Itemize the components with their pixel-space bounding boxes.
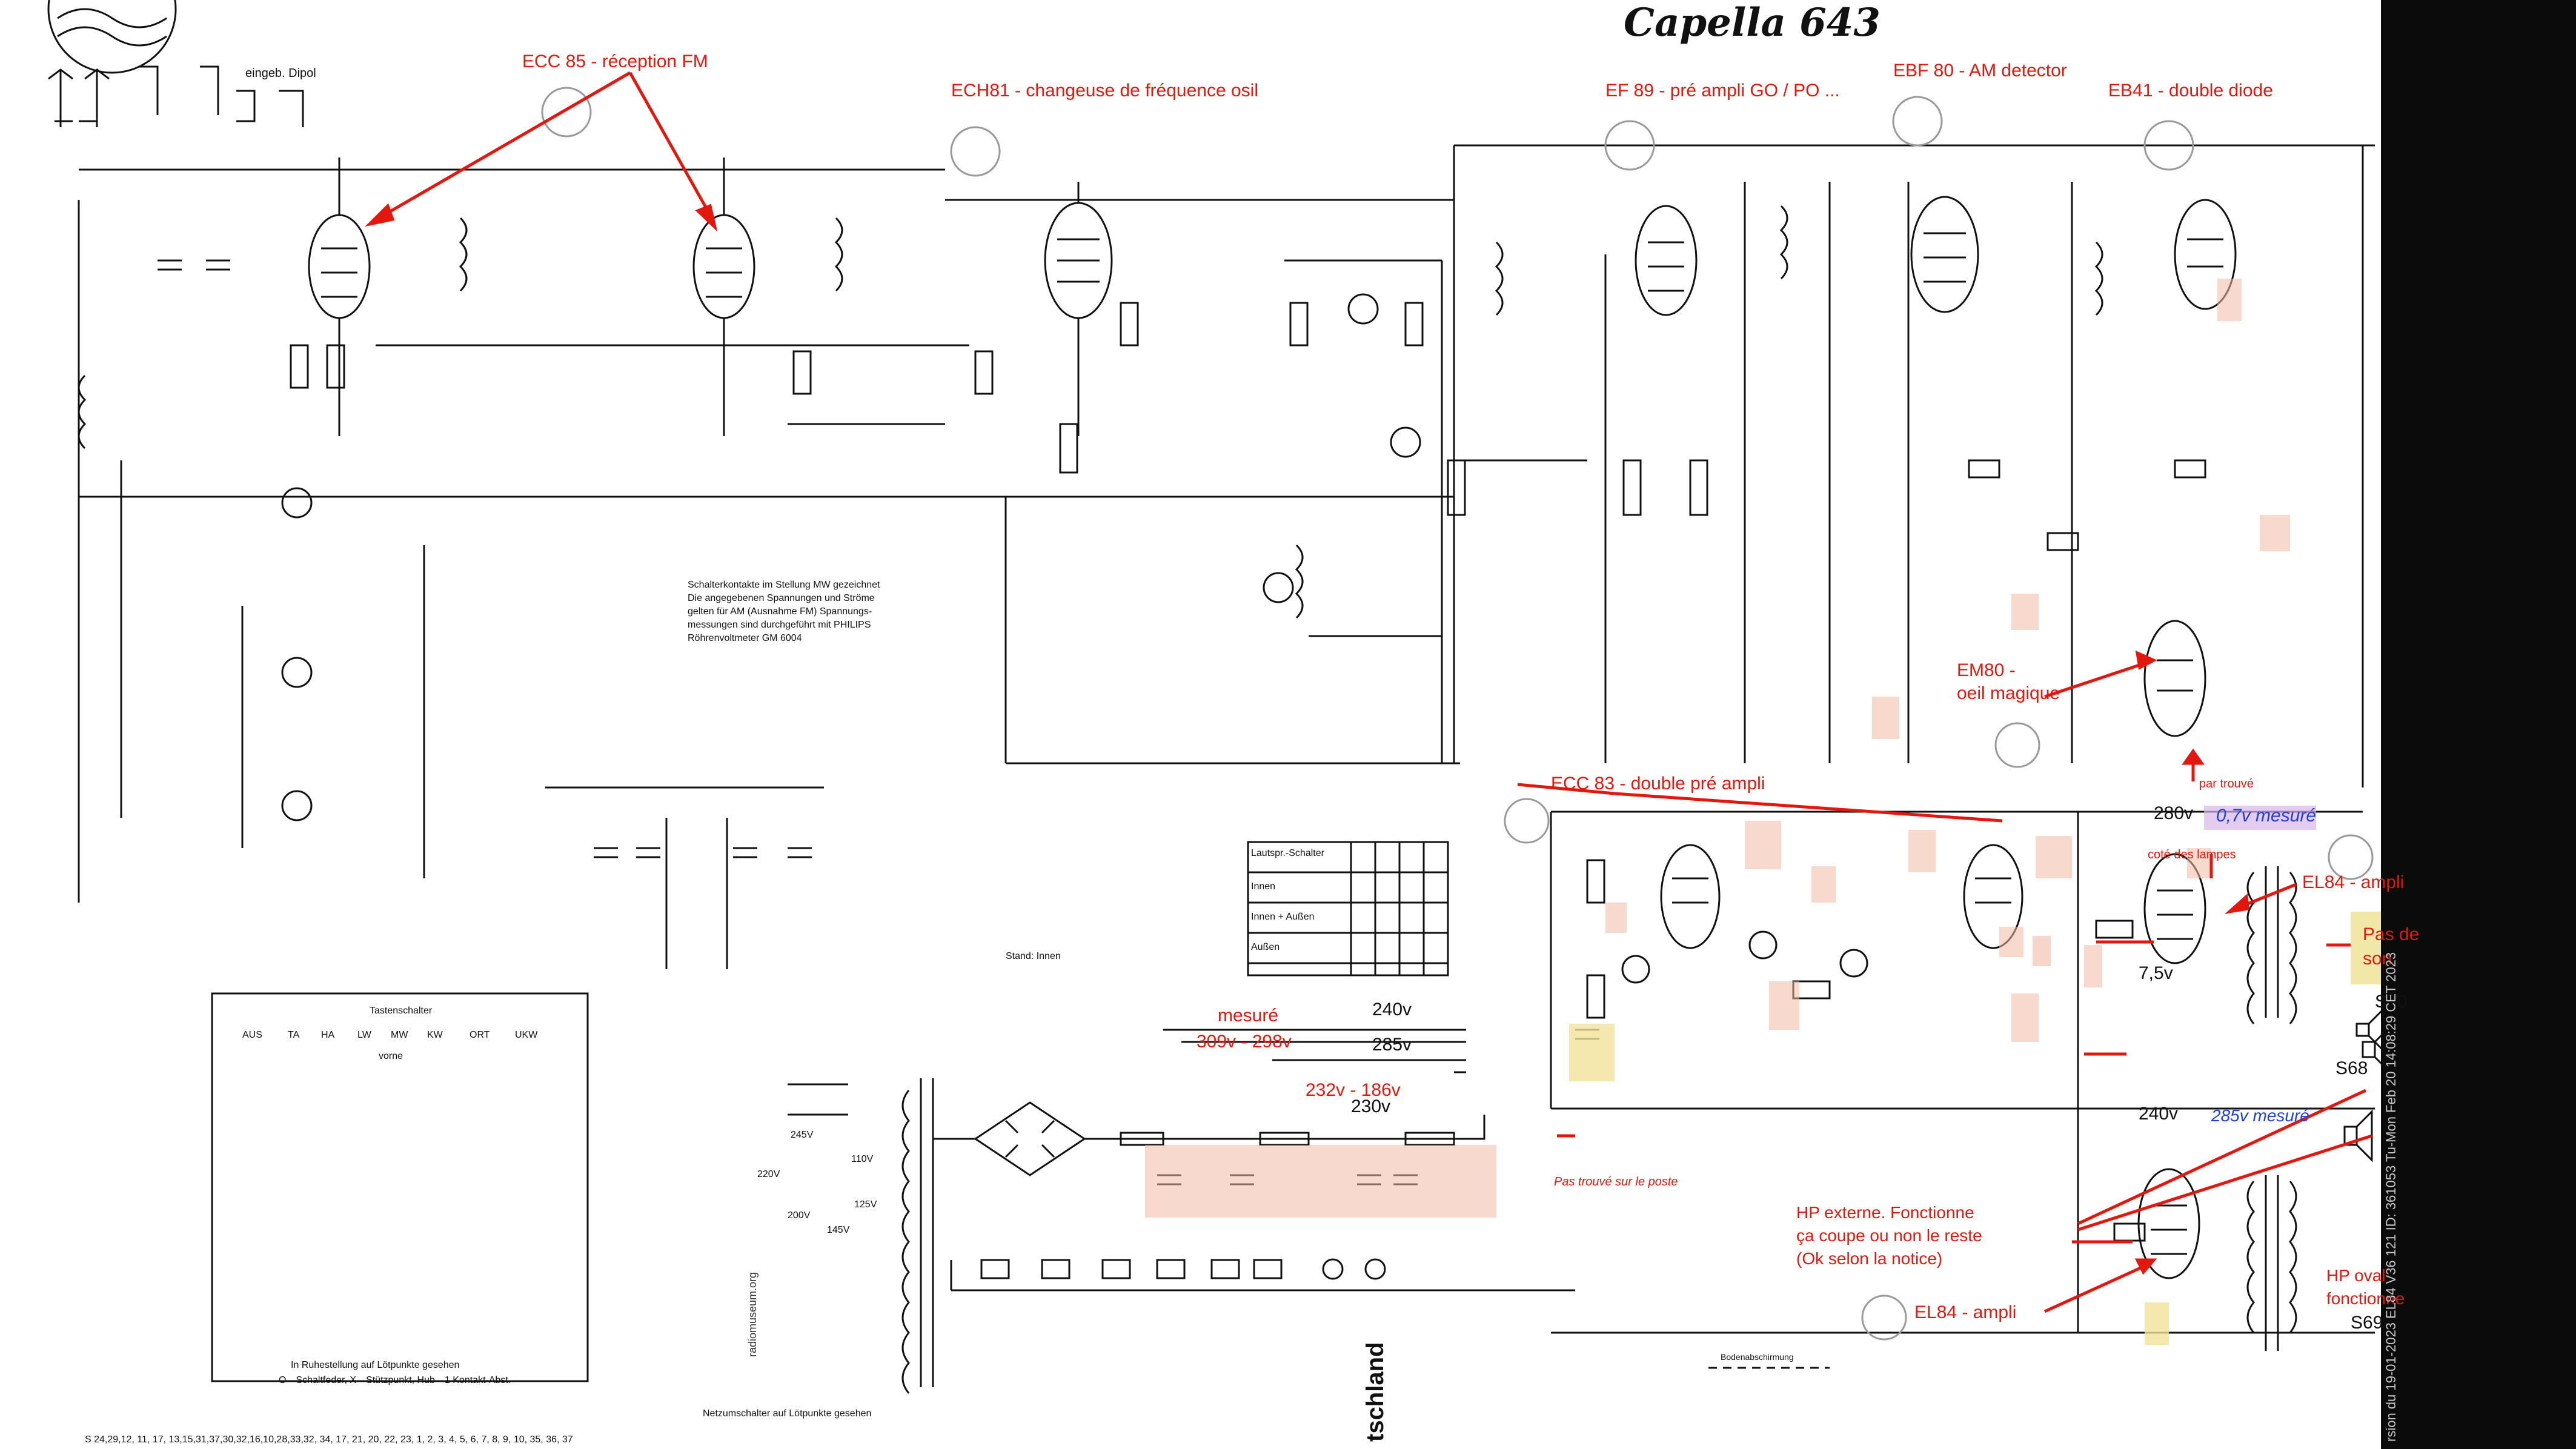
mesure-label: mesuré bbox=[1218, 1006, 1279, 1026]
pas-trouve-poste-label: Pas trouvé sur le poste bbox=[1554, 1175, 1678, 1189]
tasten-col-ukw: UKW bbox=[515, 1030, 538, 1040]
par-trouve-label: par trouvé bbox=[2199, 777, 2254, 791]
v240-lower-label: 240v bbox=[2139, 1104, 2179, 1124]
tap-145v: 145V bbox=[827, 1225, 850, 1235]
dark-margin-band bbox=[2381, 0, 2576, 1449]
s69-label: S69 bbox=[2351, 1313, 2383, 1333]
ef89-tube bbox=[1635, 205, 1698, 316]
pas-de-son-label: Pas de son bbox=[2363, 924, 2420, 969]
tap-200v: 200V bbox=[788, 1210, 811, 1221]
lautspr-schalter-label: Lautspr.-Schalter bbox=[1251, 848, 1324, 858]
legend-label: O—Schaltfeder, X—Stützpunkt, Hub—1 Konta… bbox=[279, 1375, 511, 1385]
speaker-external bbox=[2355, 1006, 2385, 1053]
tasten-col-kw: KW bbox=[427, 1030, 443, 1040]
page-title: Capella 643 bbox=[1624, 0, 1881, 45]
cote-lampes-label: coté des lampes bbox=[2148, 848, 2236, 861]
v280-label: 280v bbox=[2154, 803, 2194, 823]
tasten-col-aus: AUS bbox=[242, 1030, 262, 1040]
lautspr-row-innen-aussen: Innen + Außen bbox=[1251, 912, 1315, 922]
ecc83-tube-b bbox=[1963, 844, 2023, 949]
tap-125v: 125V bbox=[854, 1199, 877, 1210]
philips-logo bbox=[47, 0, 177, 74]
v75-label: 7,5v bbox=[2139, 963, 2173, 983]
ebf80-tube bbox=[1910, 196, 1979, 313]
bottom-numbers: S 24,29,12, 11, 17, 13,15,31,37,30,32,16… bbox=[85, 1434, 573, 1445]
tasten-col-mw: MW bbox=[391, 1030, 408, 1040]
el84-upper-label: EL84 - ampli bbox=[2302, 872, 2405, 892]
netz-label: Netzumschalter auf Lötpunkte gesehen bbox=[703, 1408, 872, 1419]
lautspr-row-innen: Innen bbox=[1251, 881, 1276, 892]
ruhestellung-label: In Ruhestellung auf Lötpunkte gesehen bbox=[291, 1360, 460, 1370]
tastenschalter-title: Tastenschalter bbox=[370, 1006, 433, 1016]
mesure-range-label: 309v - 298v bbox=[1197, 1032, 1292, 1052]
watermark-label: radiomuseum.org bbox=[746, 1272, 759, 1357]
ecc85-tube-b bbox=[692, 214, 755, 319]
el84-tube-upper bbox=[2143, 853, 2206, 964]
lautspr-row-aussen: Außen bbox=[1251, 942, 1280, 952]
el84-lower-label: EL84 - ampli bbox=[1914, 1302, 2017, 1322]
deutschland-label: tschland bbox=[1362, 1342, 1389, 1442]
tasten-col-lw: LW bbox=[357, 1030, 371, 1040]
tasten-col-ta: TA bbox=[288, 1030, 300, 1040]
v07-mesure-label: 0,7v mesuré bbox=[2216, 806, 2317, 826]
el84-upper-highlight bbox=[2033, 936, 2051, 966]
eb41-tube bbox=[2174, 199, 2237, 310]
ef89-label: EF 89 - pré ampli GO / PO ... bbox=[1605, 81, 1840, 101]
v285-mesure-label: 285v mesuré bbox=[2211, 1106, 2309, 1125]
v232-label: 232v - 186v bbox=[1306, 1080, 1401, 1100]
tap-220v: 220V bbox=[757, 1169, 780, 1179]
eb41-label: EB41 - double diode bbox=[2108, 81, 2273, 101]
tasten-col-ort: ORT bbox=[470, 1030, 490, 1040]
bridge-rectifier bbox=[974, 1101, 1086, 1176]
schalter-note: Schalterkontakte im Stellung MW gezeichn… bbox=[688, 580, 880, 643]
vorne-label: vorne bbox=[379, 1051, 403, 1061]
bodenabschirmung-label: Bodenabschirmung bbox=[1721, 1352, 1794, 1362]
v240-label: 240v bbox=[1372, 1000, 1412, 1020]
tastenschalter-frame bbox=[211, 992, 589, 1382]
v285-label: 285v bbox=[1372, 1035, 1412, 1055]
ecc85-tube-a bbox=[308, 214, 371, 319]
s68-label: S68 bbox=[2335, 1058, 2368, 1078]
ecc85-label: ECC 85 - réception FM bbox=[522, 51, 708, 71]
ech81-label: ECH81 - changeuse de fréquence osil bbox=[951, 81, 1258, 101]
stand-innen-label: Stand: Innen bbox=[1006, 951, 1061, 961]
ebf80-label: EBF 80 - AM detector bbox=[1893, 61, 2067, 81]
em80-tube bbox=[2143, 620, 2206, 737]
ecc83-label: ECC 83 - double pré ampli bbox=[1551, 774, 1765, 794]
tasten-col-ha: HA bbox=[321, 1030, 335, 1040]
ecc83-tube-a bbox=[1660, 844, 1721, 949]
em80-label: EM80 - oeil magique bbox=[1957, 660, 2060, 703]
tap-245v: 245V bbox=[791, 1130, 814, 1140]
hp-externe-label: HP externe. Fonctionne ça coupe ou non l… bbox=[1796, 1203, 1982, 1268]
tap-110v: 110V bbox=[851, 1154, 874, 1164]
v230-label: 230v bbox=[1351, 1096, 1391, 1116]
s70-label: S70 bbox=[2375, 992, 2408, 1012]
lautspr-table bbox=[1247, 841, 1449, 976]
hp-oval-label: HP oval fonctionne bbox=[2326, 1266, 2405, 1308]
side-version-text: rsion du 19-01-2023 EL84 V36 121 ID: 361… bbox=[2383, 952, 2398, 1442]
dipol-label: eingeb. Dipol bbox=[245, 67, 316, 80]
